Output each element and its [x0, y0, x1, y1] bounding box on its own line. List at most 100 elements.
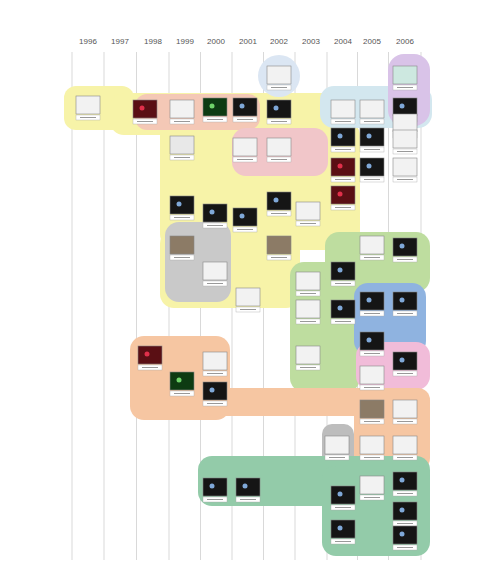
thumbnail-detail [367, 298, 372, 303]
gray-region [165, 222, 231, 302]
caption-plate [360, 311, 384, 316]
caption-plate [393, 177, 417, 182]
thumbnail [203, 352, 227, 370]
caption-mark [364, 497, 380, 498]
thumbnail-detail [240, 104, 245, 109]
thumbnail [203, 204, 227, 222]
caption-plate [331, 281, 355, 286]
pink-region [232, 128, 328, 176]
caption-mark [397, 547, 413, 548]
thumbnail [170, 236, 194, 254]
caption-mark [397, 313, 413, 314]
caption-mark [397, 373, 413, 374]
caption-mark [335, 321, 351, 322]
caption-plate [170, 255, 194, 260]
thumbnail [360, 128, 384, 146]
thumbnail [393, 114, 417, 132]
caption-mark [300, 367, 316, 368]
thumbnail-detail [338, 526, 343, 531]
caption-mark [300, 321, 316, 322]
caption-plate [233, 117, 257, 122]
thumbnail [267, 66, 291, 84]
thumbnail [393, 66, 417, 84]
caption-mark [364, 257, 380, 258]
caption-mark [397, 493, 413, 494]
caption-mark [364, 149, 380, 150]
thumbnail-detail [210, 388, 215, 393]
caption-plate [360, 455, 384, 460]
caption-plate [393, 419, 417, 424]
caption-plate [203, 117, 227, 122]
caption-plate [267, 119, 291, 124]
caption-mark [137, 121, 153, 122]
caption-plate [360, 351, 384, 356]
thumbnail-detail [400, 104, 405, 109]
caption-mark [335, 149, 351, 150]
thumbnail-detail [367, 164, 372, 169]
thumbnail-detail [210, 104, 215, 109]
thumbnail [233, 138, 257, 156]
thumbnail [170, 196, 194, 214]
year-label: 2006 [396, 37, 414, 46]
caption-mark [364, 313, 380, 314]
thumbnail [267, 236, 291, 254]
caption-mark [174, 393, 190, 394]
caption-mark [207, 373, 223, 374]
caption-plate [393, 85, 417, 90]
caption-plate [267, 85, 291, 90]
caption-plate [267, 211, 291, 216]
caption-plate [267, 255, 291, 260]
thumbnail [360, 332, 384, 350]
caption-plate [393, 455, 417, 460]
caption-mark [142, 367, 158, 368]
teal-region [198, 456, 430, 556]
caption-plate [233, 227, 257, 232]
thumbnail [236, 288, 260, 306]
thumbnail-detail [240, 214, 245, 219]
caption-mark [207, 283, 223, 284]
year-label: 1998 [144, 37, 162, 46]
thumbnail [360, 100, 384, 118]
caption-mark [174, 157, 190, 158]
thumbnail [360, 436, 384, 454]
year-label: 1996 [79, 37, 97, 46]
thumbnail [393, 436, 417, 454]
thumbnail-detail [367, 134, 372, 139]
caption-plate [360, 119, 384, 124]
year-label: 2005 [363, 37, 381, 46]
caption-mark [364, 421, 380, 422]
caption-plate [331, 205, 355, 210]
caption-plate [360, 147, 384, 152]
caption-mark [237, 159, 253, 160]
caption-plate [170, 119, 194, 124]
thumbnail [393, 400, 417, 418]
thumbnail-detail [367, 338, 372, 343]
caption-mark [364, 121, 380, 122]
caption-mark [364, 179, 380, 180]
year-label: 2004 [334, 37, 352, 46]
thumbnail [360, 158, 384, 176]
thumbnails [76, 66, 417, 550]
caption-plate [296, 291, 320, 296]
caption-plate [236, 497, 260, 502]
caption-mark [397, 259, 413, 260]
thumbnail [393, 352, 417, 370]
thumbnail-detail [338, 134, 343, 139]
thumbnail [360, 236, 384, 254]
caption-mark [397, 179, 413, 180]
caption-plate [393, 149, 417, 154]
caption-plate [331, 147, 355, 152]
caption-plate [133, 119, 157, 124]
caption-plate [360, 495, 384, 500]
caption-mark [300, 293, 316, 294]
thumbnail-detail [210, 210, 215, 215]
yellow-region [64, 86, 360, 308]
orange-region [130, 336, 430, 472]
year-label: 2002 [270, 37, 288, 46]
caption-mark [300, 223, 316, 224]
thumbnail-detail [338, 268, 343, 273]
thumbnail-detail [400, 298, 405, 303]
thumbnail [325, 436, 349, 454]
thumbnail [360, 400, 384, 418]
caption-mark [335, 507, 351, 508]
